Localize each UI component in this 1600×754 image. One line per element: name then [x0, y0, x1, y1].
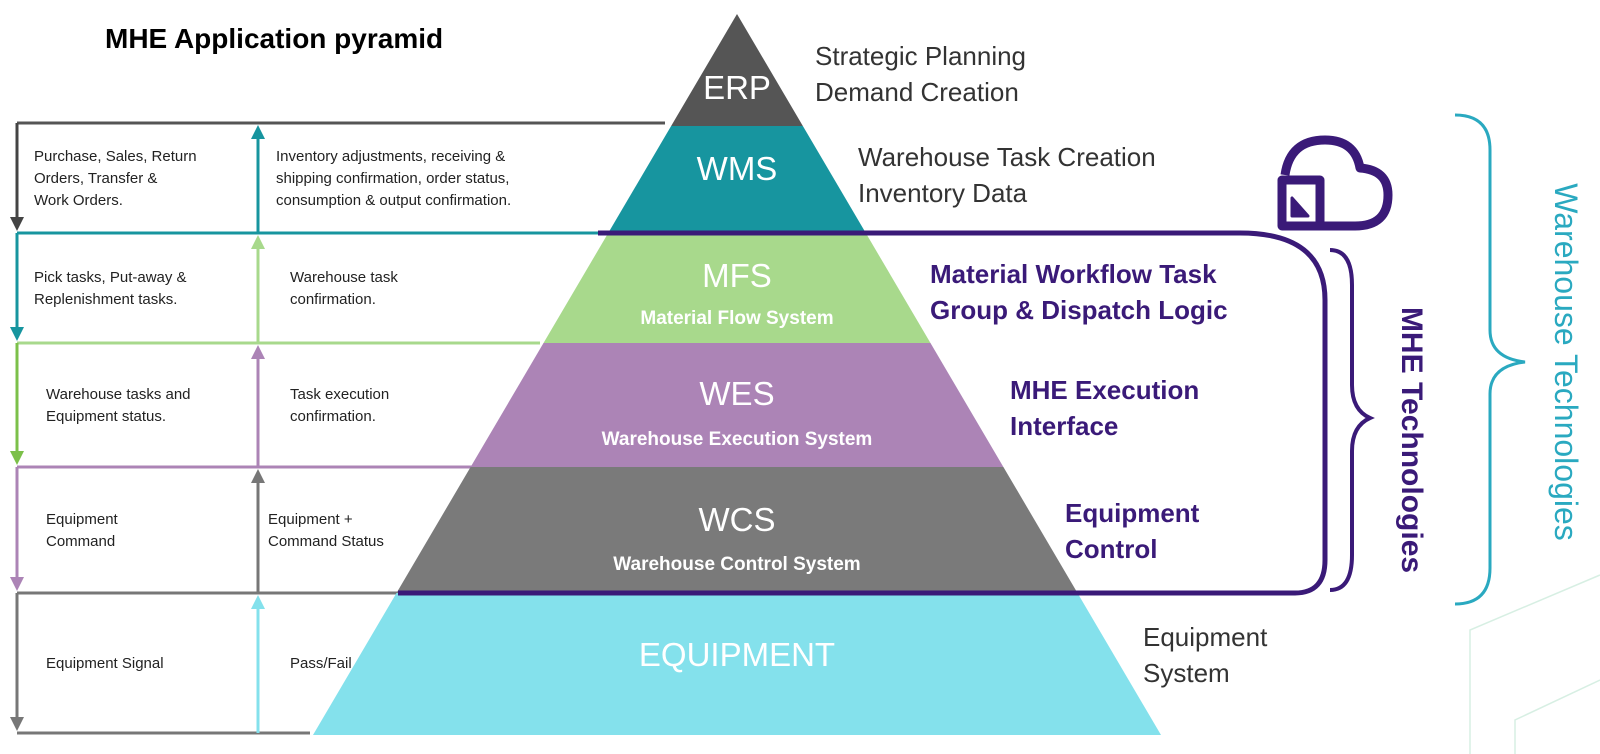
layer-name-wes: WES [699, 375, 774, 412]
layer-subtitle-wcs: Warehouse Control System [613, 554, 860, 575]
mhe-technologies-label: MHE Technologies [1395, 307, 1428, 573]
down-arrowhead [10, 327, 24, 341]
flow-up-text: shipping confirmation, order status, [276, 170, 509, 187]
layer-shape-wes [470, 343, 1004, 467]
down-arrowhead [10, 717, 24, 731]
layer-description-line: Equipment [1065, 498, 1200, 528]
layer-shape-wcs [396, 467, 1078, 593]
layer-subtitle-mfs: Material Flow System [640, 308, 833, 329]
up-arrowhead [251, 595, 265, 609]
pyramid-layer-erp: ERP [671, 14, 803, 126]
layer-shape-erp [671, 14, 803, 126]
flow-down-text: Equipment Signal [46, 655, 164, 672]
layer-description-line: Inventory Data [858, 178, 1028, 208]
flow-down-text: Orders, Transfer & [34, 170, 157, 187]
pyramid-layer-wcs: WCS Warehouse Control System [396, 467, 1078, 593]
flow-down-text: Pick tasks, Put-away & [34, 269, 187, 286]
flow-up-text: Task execution [290, 386, 389, 403]
layer-name-wcs: WCS [699, 501, 776, 538]
decorative-lines [1469, 574, 1600, 754]
layer-description-line: System [1143, 658, 1230, 688]
flow-up-text: confirmation. [290, 291, 376, 308]
page-title: MHE Application pyramid [105, 23, 443, 54]
layer-shape-mfs [543, 233, 931, 343]
pyramid-layer-mfs: MFS Material Flow System [543, 233, 931, 343]
layer-name-erp: ERP [703, 69, 771, 106]
layer-subtitle-wes: Warehouse Execution System [602, 429, 873, 450]
flow-up-text: Command Status [268, 533, 384, 550]
pyramid-layer-wes: WES Warehouse Execution System [470, 343, 1004, 467]
flow-row-wms-mfs: Pick tasks, Put-away & Replenishment task… [10, 233, 398, 343]
layer-description-line: Demand Creation [815, 77, 1019, 107]
down-arrowhead [10, 451, 24, 465]
flow-down-text: Equipment status. [46, 408, 166, 425]
flow-up-text: Inventory adjustments, receiving & [276, 148, 505, 165]
warehouse-technologies-label: Warehouse Technologies [1548, 183, 1584, 541]
pyramid-layer-wms: WMS [608, 126, 866, 233]
layer-description-line: Group & Dispatch Logic [930, 295, 1228, 325]
flow-up-text: Pass/Fail [290, 655, 352, 672]
cloud-laptop-icon [1277, 135, 1393, 231]
flow-down-text: Purchase, Sales, Return [34, 148, 197, 165]
up-arrowhead [251, 345, 265, 359]
flow-down-text: Equipment [46, 511, 119, 528]
flow-row-wcs-equipment: Equipment Signal Pass/Fail [10, 593, 352, 733]
layer-description-line: Interface [1010, 411, 1118, 441]
pyramid-layer-equipment: EQUIPMENT [313, 593, 1161, 735]
down-arrowhead [10, 577, 24, 591]
flow-up-text: Equipment + [268, 511, 353, 528]
mhe-brace [1329, 248, 1375, 592]
up-arrowhead [251, 235, 265, 249]
up-arrowhead [251, 469, 265, 483]
layer-description-line: Material Workflow Task [930, 259, 1217, 289]
flow-down-text: Warehouse tasks and [46, 386, 191, 403]
flow-up-text: Warehouse task [290, 269, 398, 286]
layer-shape-wms [608, 126, 866, 233]
mhe-group-outline [398, 230, 1328, 596]
up-arrowhead [251, 125, 265, 139]
layer-shape-equipment [313, 593, 1161, 735]
layer-description-line: Equipment [1143, 622, 1268, 652]
layer-description-line: Warehouse Task Creation [858, 142, 1156, 172]
flow-up-text: consumption & output confirmation. [276, 192, 511, 209]
down-arrowhead [10, 217, 24, 231]
flow-up-text: confirmation. [290, 408, 376, 425]
layer-description-line: MHE Execution [1010, 375, 1199, 405]
layer-name-mfs: MFS [702, 257, 772, 294]
layer-description-line: Control [1065, 534, 1157, 564]
layer-name-equipment: EQUIPMENT [639, 636, 835, 673]
flow-down-text: Replenishment tasks. [34, 291, 177, 308]
warehouse-bracket [1454, 113, 1526, 606]
flow-down-text: Work Orders. [34, 192, 123, 209]
layer-name-wms: WMS [697, 150, 778, 187]
flow-down-text: Command [46, 533, 115, 550]
layer-description-line: Strategic Planning [815, 41, 1026, 71]
